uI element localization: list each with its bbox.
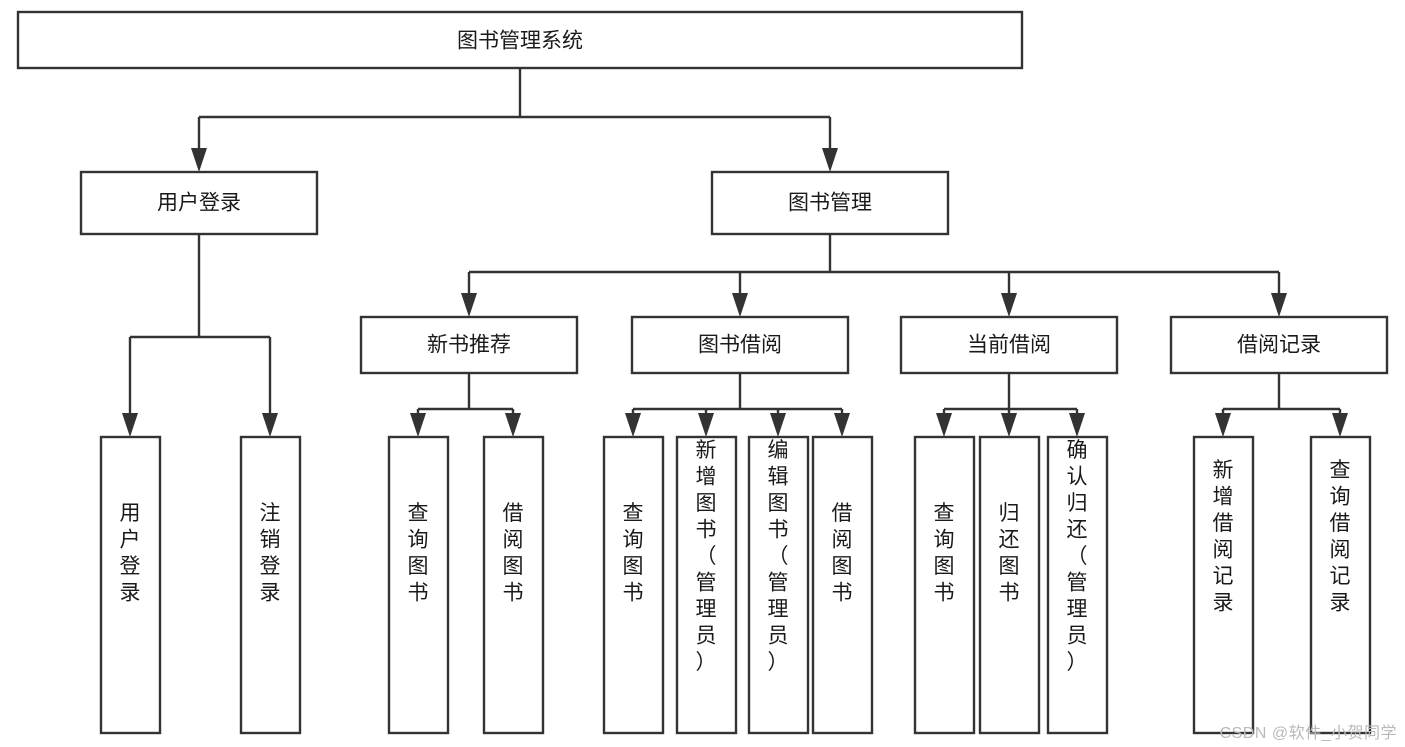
leaf-new-book-2[interactable]: 借阅图书 bbox=[482, 435, 545, 735]
arrowhead-to-book-borrow bbox=[732, 293, 748, 317]
leaf-borrow-records-2-label: 查询借阅记录 bbox=[1330, 459, 1351, 615]
connector-new-book-rec-trunk bbox=[416, 373, 515, 423]
leaf-current-borrow-3-box[interactable] bbox=[1046, 435, 1109, 735]
node-root[interactable]: 图书管理系统 bbox=[16, 10, 1024, 70]
leaf-new-book-1-label: 查询图书 bbox=[408, 502, 429, 605]
leaf-book-borrow-2[interactable]: 新增图书（管理员） bbox=[675, 435, 738, 735]
connector-book-manage-trunk bbox=[467, 234, 1281, 303]
leaf-user-login-1-box[interactable] bbox=[99, 435, 162, 735]
leaf-borrow-records-1-label: 新增借阅记录 bbox=[1213, 459, 1234, 615]
node-user-login[interactable]: 用户登录 bbox=[79, 170, 319, 236]
arrowhead-book-borrow-leaf-3 bbox=[770, 413, 786, 437]
leaf-new-book-2-label: 借阅图书 bbox=[503, 502, 524, 605]
arrowhead-book-borrow-leaf-2 bbox=[698, 413, 714, 437]
node-current-borrow-box[interactable] bbox=[899, 315, 1119, 375]
leaf-user-login-2-box[interactable] bbox=[239, 435, 302, 735]
arrowhead-borrow-records-leaf-2 bbox=[1332, 413, 1348, 437]
leaf-book-borrow-3[interactable]: 编辑图书（管理员） bbox=[747, 435, 810, 735]
node-book-borrow[interactable]: 图书借阅 bbox=[630, 315, 850, 375]
leaf-borrow-records-1-box[interactable] bbox=[1192, 435, 1255, 735]
arrowhead-to-book-manage bbox=[822, 148, 838, 172]
node-new-book-rec-label: 新书推荐 bbox=[427, 334, 511, 357]
leaf-user-login-2[interactable]: 注销登录 bbox=[239, 435, 302, 735]
leaf-borrow-records-2[interactable]: 查询借阅记录 bbox=[1309, 435, 1372, 735]
watermark-text: CSDN @软件_小贺同学 bbox=[1219, 725, 1397, 742]
node-root-label: 图书管理系统 bbox=[457, 30, 583, 53]
arrowhead-to-current-borrow bbox=[1001, 293, 1017, 317]
leaf-new-book-2-box[interactable] bbox=[482, 435, 545, 735]
leaf-current-borrow-1-box[interactable] bbox=[913, 435, 976, 735]
node-root-box[interactable] bbox=[16, 10, 1024, 70]
node-book-borrow-label: 图书借阅 bbox=[698, 334, 782, 357]
node-new-book-rec-box[interactable] bbox=[359, 315, 579, 375]
arrowhead-user-login-leaf-1 bbox=[122, 413, 138, 437]
node-book-manage-box[interactable] bbox=[710, 170, 950, 236]
leaf-current-borrow-1-label: 查询图书 bbox=[934, 502, 955, 605]
node-borrow-records-label: 借阅记录 bbox=[1237, 334, 1321, 357]
leaf-borrow-records-2-box[interactable] bbox=[1309, 435, 1372, 735]
leaf-current-borrow-2-box[interactable] bbox=[978, 435, 1041, 735]
leaf-borrow-records-1[interactable]: 新增借阅记录 bbox=[1192, 435, 1255, 735]
leaf-book-borrow-4-label: 借阅图书 bbox=[832, 502, 853, 605]
node-book-borrow-box[interactable] bbox=[630, 315, 850, 375]
connector-book-borrow-trunk bbox=[631, 373, 844, 423]
arrowhead-new-book-leaf-2 bbox=[505, 413, 521, 437]
node-current-borrow-label: 当前借阅 bbox=[967, 334, 1051, 357]
leaf-current-borrow-3[interactable]: 确认归还（管理员） bbox=[1046, 435, 1109, 735]
arrowhead-current-borrow-leaf-1 bbox=[936, 413, 952, 437]
node-borrow-records-box[interactable] bbox=[1169, 315, 1389, 375]
node-new-book-rec[interactable]: 新书推荐 bbox=[359, 315, 579, 375]
leaf-current-borrow-2-label: 归还图书 bbox=[999, 502, 1020, 605]
node-book-manage[interactable]: 图书管理 bbox=[710, 170, 950, 236]
leaf-book-borrow-1-box[interactable] bbox=[602, 435, 665, 735]
arrowhead-book-borrow-leaf-1 bbox=[625, 413, 641, 437]
leaf-book-borrow-1[interactable]: 查询图书 bbox=[602, 435, 665, 735]
connector-user-login-trunk bbox=[128, 234, 272, 423]
arrowhead-to-borrow-records bbox=[1271, 293, 1287, 317]
connector-borrow-records-trunk bbox=[1221, 373, 1342, 423]
arrowhead-current-borrow-leaf-2 bbox=[1001, 413, 1017, 437]
leaf-book-borrow-1-label: 查询图书 bbox=[623, 502, 644, 605]
arrowhead-user-login-leaf-2 bbox=[262, 413, 278, 437]
leaf-book-borrow-2-label: 新增图书（管理员） bbox=[696, 439, 717, 674]
connector-layer bbox=[122, 68, 1348, 437]
arrowhead-to-user-login bbox=[191, 148, 207, 172]
leaf-current-borrow-3-label: 确认归还（管理员） bbox=[1067, 439, 1088, 674]
leaf-new-book-1-box[interactable] bbox=[387, 435, 450, 735]
node-user-login-label: 用户登录 bbox=[157, 192, 241, 215]
node-current-borrow[interactable]: 当前借阅 bbox=[899, 315, 1119, 375]
leaf-book-borrow-4-box[interactable] bbox=[811, 435, 874, 735]
leaf-book-borrow-3-box[interactable] bbox=[747, 435, 810, 735]
node-book-manage-label: 图书管理 bbox=[788, 192, 872, 215]
arrowhead-current-borrow-leaf-3 bbox=[1069, 413, 1085, 437]
arrowhead-new-book-leaf-1 bbox=[410, 413, 426, 437]
arrowhead-to-new-book-rec bbox=[461, 293, 477, 317]
arrowhead-borrow-records-leaf-1 bbox=[1215, 413, 1231, 437]
leaf-current-borrow-1[interactable]: 查询图书 bbox=[913, 435, 976, 735]
node-borrow-records[interactable]: 借阅记录 bbox=[1169, 315, 1389, 375]
arrowhead-book-borrow-leaf-4 bbox=[834, 413, 850, 437]
leaf-new-book-1[interactable]: 查询图书 bbox=[387, 435, 450, 735]
node-user-login-box[interactable] bbox=[79, 170, 319, 236]
leaf-user-login-1-label: 用户登录 bbox=[120, 502, 141, 605]
connector-root-trunk bbox=[197, 68, 832, 158]
leaf-user-login-2-label: 注销登录 bbox=[260, 502, 281, 605]
leaf-book-borrow-2-box[interactable] bbox=[675, 435, 738, 735]
leaf-user-login-1[interactable]: 用户登录 bbox=[99, 435, 162, 735]
leaf-book-borrow-4[interactable]: 借阅图书 bbox=[811, 435, 874, 735]
leaf-current-borrow-2[interactable]: 归还图书 bbox=[978, 435, 1041, 735]
leaf-book-borrow-3-label: 编辑图书（管理员） bbox=[768, 439, 789, 674]
